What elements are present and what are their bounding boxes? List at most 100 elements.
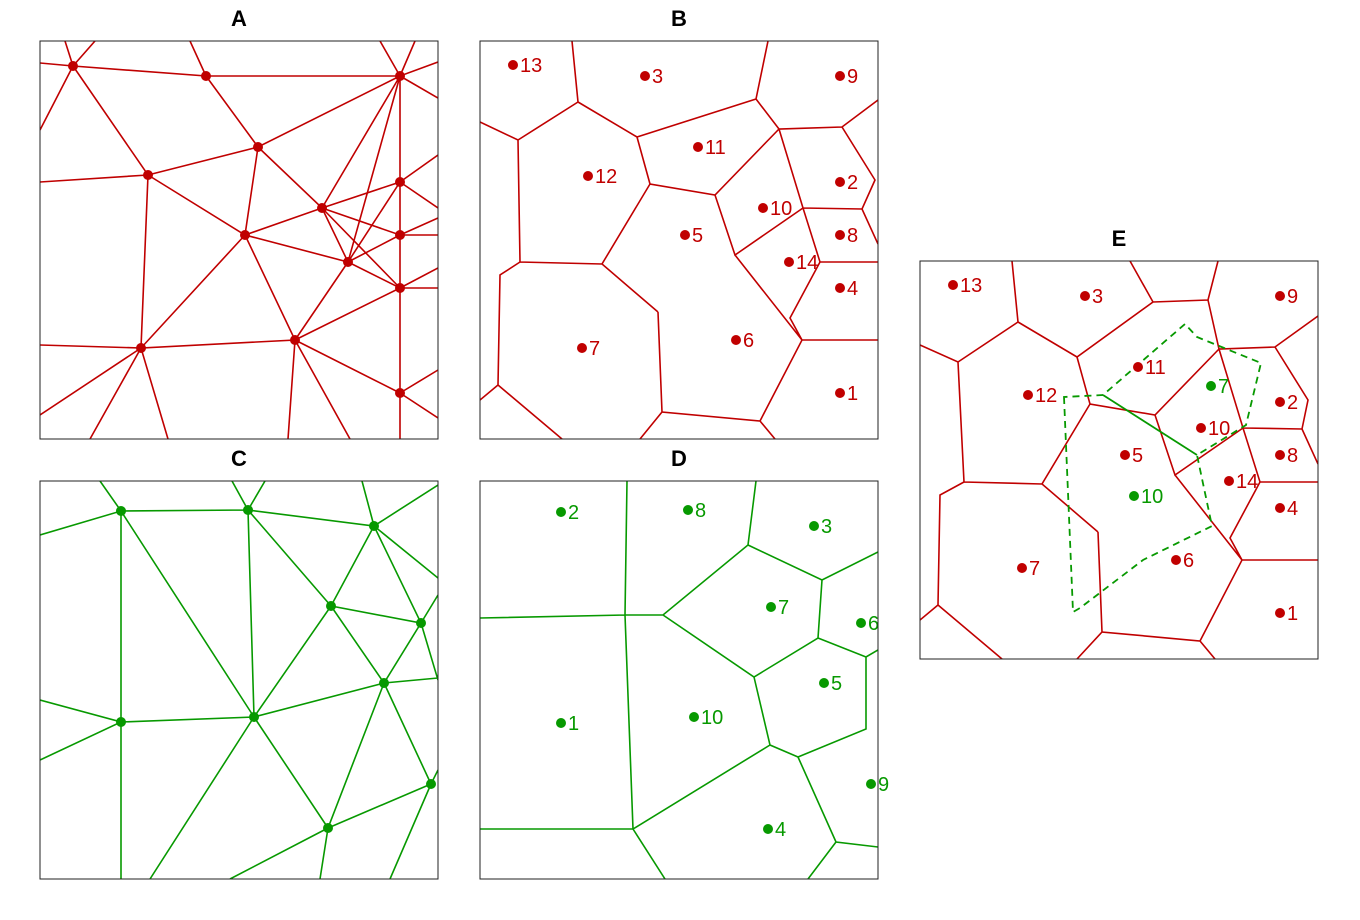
panel-e-red-label-9: 9 bbox=[1287, 286, 1298, 308]
panel-e-red-point-13 bbox=[948, 280, 958, 290]
panel-b-label-6: 6 bbox=[743, 330, 754, 352]
panel-b-point-3 bbox=[640, 71, 650, 81]
panel-b-point-12 bbox=[583, 171, 593, 181]
panel-b-title: B bbox=[671, 6, 687, 31]
panel-e-red-point-4 bbox=[1275, 503, 1285, 513]
panel-e-red-label-5: 5 bbox=[1132, 445, 1143, 467]
panel-c-triangulation bbox=[40, 481, 438, 879]
panel-b-label-14: 14 bbox=[796, 252, 818, 274]
panel-e-red-point-2 bbox=[1275, 397, 1285, 407]
panel-b-label-11: 11 bbox=[705, 137, 726, 159]
panel-c-title: C bbox=[231, 446, 247, 471]
panel-d-point-5 bbox=[819, 678, 829, 688]
panel-d-point-8 bbox=[683, 505, 693, 515]
panel-b-point-4 bbox=[835, 283, 845, 293]
panel-e-red-label-10: 10 bbox=[1208, 418, 1230, 440]
panel-e-red-label-3: 3 bbox=[1092, 286, 1103, 308]
panel-e-green-point-10 bbox=[1129, 491, 1139, 501]
panel-b-voronoi bbox=[480, 41, 878, 439]
point-c bbox=[369, 521, 379, 531]
panel-d-label-8: 8 bbox=[695, 500, 706, 522]
panel-b-label-3: 3 bbox=[652, 66, 663, 88]
point-a bbox=[240, 230, 250, 240]
point-c bbox=[116, 506, 126, 516]
panel-b-point-11 bbox=[693, 142, 703, 152]
point-a bbox=[395, 283, 405, 293]
point-a bbox=[253, 142, 263, 152]
point-a bbox=[317, 203, 327, 213]
panel-d-label-6: 6 bbox=[868, 613, 879, 635]
panel-e-red-point-3 bbox=[1080, 291, 1090, 301]
panel-b-point-8 bbox=[835, 230, 845, 240]
point-c bbox=[243, 505, 253, 515]
panel-d-label-10: 10 bbox=[701, 707, 723, 729]
point-a bbox=[395, 230, 405, 240]
panel-b-point-9 bbox=[835, 71, 845, 81]
panel-e-green-label-10: 10 bbox=[1141, 486, 1163, 508]
point-c bbox=[116, 717, 126, 727]
point-a bbox=[395, 71, 405, 81]
panel-d-point-7 bbox=[766, 602, 776, 612]
panel-d-frame bbox=[479, 480, 879, 880]
point-c bbox=[326, 601, 336, 611]
panel-e-red-label-12: 12 bbox=[1035, 385, 1057, 407]
point-a bbox=[201, 71, 211, 81]
panel-d-label-1: 1 bbox=[568, 713, 579, 735]
point-a bbox=[395, 388, 405, 398]
panel-a-title: A bbox=[231, 6, 247, 31]
panel-b-point-10 bbox=[758, 203, 768, 213]
point-c bbox=[249, 712, 259, 722]
panel-b-point-6 bbox=[731, 335, 741, 345]
panel-d-point-9 bbox=[866, 779, 876, 789]
panel-b-point-5 bbox=[680, 230, 690, 240]
panel-d-label-2: 2 bbox=[568, 502, 579, 524]
panel-b-label-12: 12 bbox=[595, 166, 617, 188]
panel-e-red-label-8: 8 bbox=[1287, 445, 1298, 467]
panel-e-voronoi bbox=[920, 261, 1318, 659]
point-c bbox=[426, 779, 436, 789]
panel-b-point-14 bbox=[784, 257, 794, 267]
panel-e-red-point-7 bbox=[1017, 563, 1027, 573]
panel-e-red-label-4: 4 bbox=[1287, 498, 1298, 520]
panel-b-frame bbox=[479, 40, 879, 440]
panel-b-label-8: 8 bbox=[847, 225, 858, 247]
panel-c-points bbox=[116, 505, 436, 833]
panel-b-label-10: 10 bbox=[770, 198, 792, 220]
point-a bbox=[395, 177, 405, 187]
panel-b-point-1 bbox=[835, 388, 845, 398]
panel-d-title: D bbox=[671, 446, 687, 471]
panel-e-red-label-13: 13 bbox=[960, 275, 982, 297]
panel-e-red-point-12 bbox=[1023, 390, 1033, 400]
panel-b-label-4: 4 bbox=[847, 278, 858, 300]
panel-d-point-2 bbox=[556, 507, 566, 517]
panel-b-point-13 bbox=[508, 60, 518, 70]
point-c bbox=[323, 823, 333, 833]
panel-d-point-10 bbox=[689, 712, 699, 722]
panel-d-point-1 bbox=[556, 718, 566, 728]
point-c bbox=[416, 618, 426, 628]
panel-e-red-label-11: 11 bbox=[1145, 357, 1166, 379]
panel-e-red-point-9 bbox=[1275, 291, 1285, 301]
panel-e-red-point-6 bbox=[1171, 555, 1181, 565]
point-a bbox=[136, 343, 146, 353]
panel-b-label-13: 13 bbox=[520, 55, 542, 77]
panel-e-red-label-2: 2 bbox=[1287, 392, 1298, 414]
panel-b-label-1: 1 bbox=[847, 383, 858, 405]
panel-e-red-label-6: 6 bbox=[1183, 550, 1194, 572]
panel-e-frame bbox=[919, 260, 1319, 660]
point-a bbox=[143, 170, 153, 180]
panel-b-label-5: 5 bbox=[692, 225, 703, 247]
panel-b-label-9: 9 bbox=[847, 66, 858, 88]
point-c bbox=[379, 678, 389, 688]
panel-d-point-3 bbox=[809, 521, 819, 531]
panel-e-red-point-11 bbox=[1133, 362, 1143, 372]
panel-e-red-point-10 bbox=[1196, 423, 1206, 433]
panel-e-red-label-14: 14 bbox=[1236, 471, 1258, 493]
panel-d-voronoi bbox=[480, 481, 878, 879]
panel-e-green-label-7: 7 bbox=[1218, 376, 1229, 398]
panel-e-red-point-1 bbox=[1275, 608, 1285, 618]
panel-a-frame bbox=[39, 40, 439, 440]
point-a bbox=[68, 61, 78, 71]
